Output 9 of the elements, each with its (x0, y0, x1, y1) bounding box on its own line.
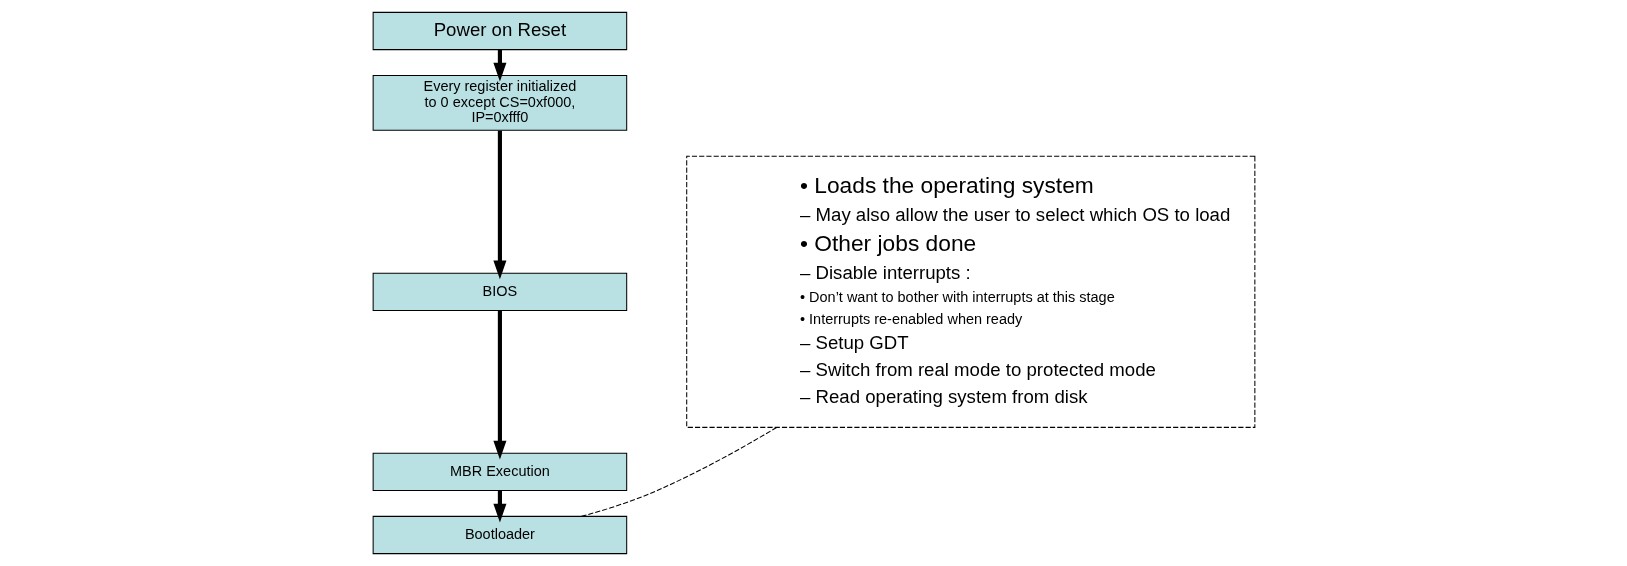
node-box: Power on Reset (372, 11, 627, 51)
node-box: MBR Execution (372, 452, 627, 491)
node-box: BIOS (372, 272, 627, 311)
arrow (492, 310, 506, 460)
node-box: • Loads the operating system – May also allow the user to select which OS to load • Other jobs done – Disable interrupts : • Don’t want to bother with interrupts at this stage • Interrupts re-enabled when ready – Setup GDT – Switch from real mode to protected mode – Read operating system from disk (685, 155, 1255, 428)
arrow (492, 130, 506, 280)
connector (580, 426, 777, 517)
node-box: Every register initialized to 0 except CS=0xf000, IP=0xfff0 (372, 75, 627, 131)
node-box: Bootloader (372, 515, 627, 555)
